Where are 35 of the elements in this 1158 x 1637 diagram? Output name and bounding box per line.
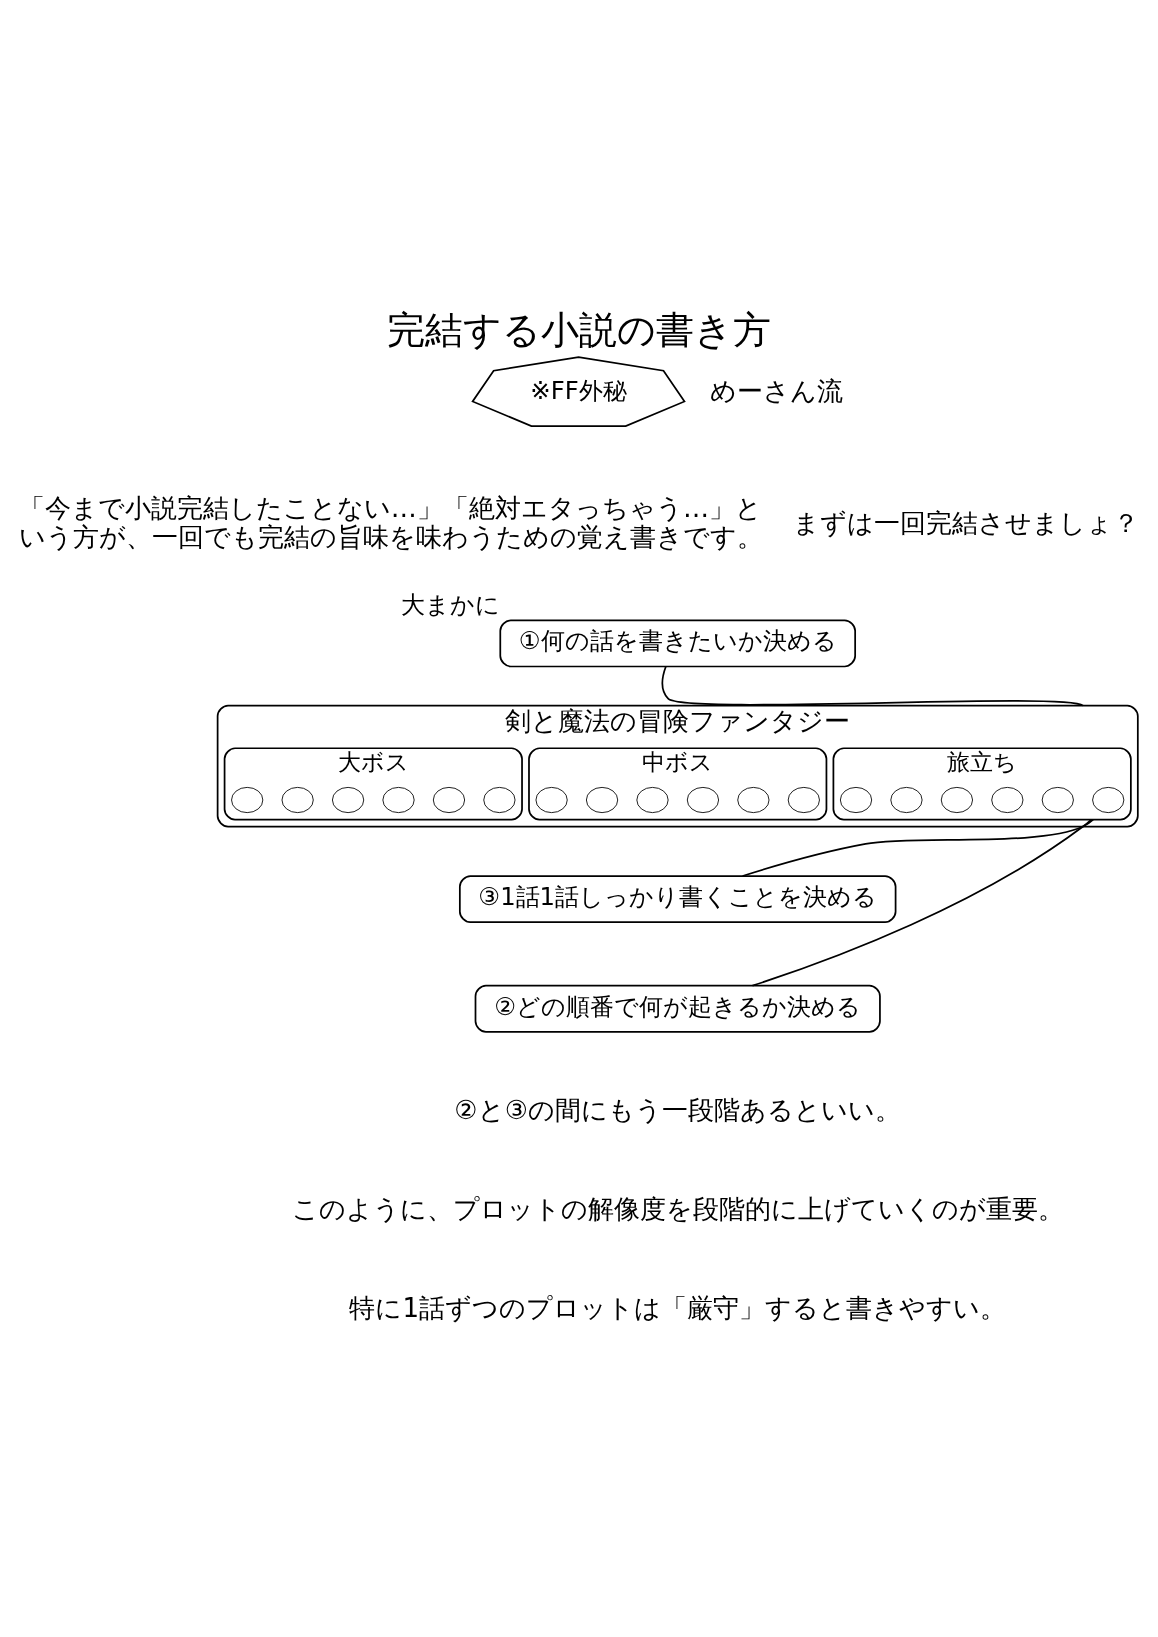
node-box: ②どの順番で何が起きるか決める	[474, 984, 881, 1033]
node-circle	[787, 786, 820, 814]
connector	[661, 665, 1084, 707]
label: このように、プロットの解像度を段階的に上げていくのが重要。	[291, 1194, 1064, 1225]
node-circle	[991, 786, 1024, 814]
node-box: ①何の話を書きたいか決める	[499, 619, 856, 668]
cluster: 大ボス	[223, 747, 523, 821]
label: めーさん流	[710, 375, 844, 406]
node-circle	[1092, 786, 1125, 814]
connector	[751, 818, 1093, 987]
node-circle	[737, 786, 770, 814]
label: 特に1話ずつのプロットは「厳守」すると書きやすい。	[349, 1293, 1007, 1324]
node-circle	[382, 786, 415, 814]
label: まずは一回完結させましょ？	[793, 507, 1140, 538]
node-circle	[432, 786, 466, 814]
connector	[741, 818, 1095, 877]
node-circle	[535, 786, 568, 814]
node-circle	[585, 786, 619, 814]
node-box: ③1話1話しっかり書くことを決める	[458, 875, 897, 924]
cluster: 中ボス	[528, 747, 828, 821]
node-circle	[839, 786, 873, 814]
label: ②と③の間にもう一段階あるといい。	[454, 1095, 902, 1126]
cluster: 旅立ち	[832, 747, 1132, 821]
node-circle	[231, 786, 264, 814]
node-circle	[1041, 786, 1074, 814]
label: 「今まで小説完結したことない…」「絶対エタっちゃう…」という方が、一回でも完結の旨味を味わうための覚え書きです。	[18, 493, 763, 552]
node-circle	[636, 786, 669, 814]
node-circle	[940, 786, 973, 814]
node-label: 大まかに	[401, 589, 501, 619]
node-circle	[890, 786, 923, 814]
node-circle	[281, 786, 314, 814]
node-circle	[686, 786, 720, 814]
node-circle	[332, 786, 365, 814]
node-circle	[483, 786, 516, 814]
diagram-title: 完結する小説の書き方	[387, 306, 771, 352]
